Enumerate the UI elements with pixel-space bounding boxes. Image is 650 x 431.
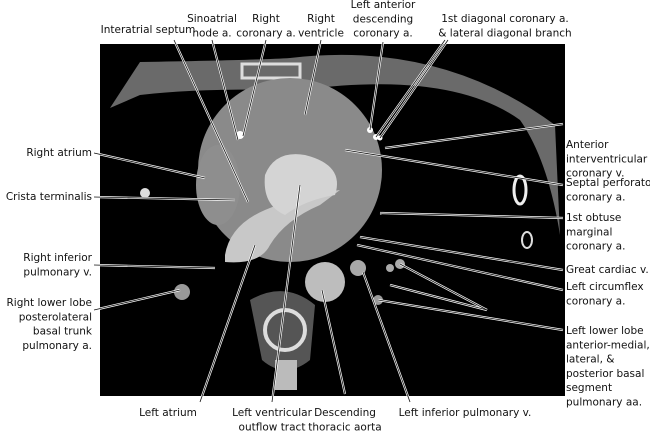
label-line: pulmonary aa. — [566, 397, 642, 409]
label-line: Right — [252, 13, 280, 25]
label-line: lateral, & — [566, 354, 614, 366]
label-left-circumflex: Left circumflex coronary a. — [566, 281, 644, 307]
label-line: node a. — [192, 27, 231, 39]
label-interatrial-septum: Interatrial septum — [101, 24, 196, 36]
label-line: Left anterior — [351, 0, 416, 11]
label-line: Crista terminalis — [6, 191, 92, 203]
label-line: ventricle — [298, 27, 344, 39]
label-right-coronary: Right coronary a. — [236, 13, 295, 39]
label-line: & lateral diagonal branch — [438, 27, 571, 39]
label-line: coronary v. — [566, 168, 624, 180]
label-line: pulmonary v. — [23, 266, 92, 278]
label-septal-perforator: Septal perforator coronary a. — [566, 177, 650, 203]
label-line: basal trunk — [33, 326, 93, 338]
label-right-lower-lobe: Right lower lobe posterolateral basal trun… — [7, 297, 93, 352]
label-line: Anterior — [566, 139, 609, 151]
label-descending-aorta: Descending thoracic aorta — [308, 407, 381, 431]
label-lvot: Left ventricular outflow tract — [232, 407, 313, 431]
label-line: posterolateral — [19, 311, 92, 323]
label-left-atrium: Left atrium — [139, 407, 197, 419]
label-lad: Left anterior descending coronary a. — [351, 0, 416, 40]
label-line: Great cardiac v. — [566, 264, 649, 276]
label-line: Septal perforator — [566, 177, 650, 189]
label-line: Right atrium — [26, 147, 92, 159]
label-line: Left inferior pulmonary v. — [399, 407, 532, 419]
label-line: Right — [307, 13, 335, 25]
label-line: thoracic aorta — [308, 421, 381, 431]
label-right-atrium: Right atrium — [26, 147, 92, 159]
label-anterior-iv-vein: Anterior interventricular coronary v. — [566, 139, 648, 180]
label-line: 1st diagonal coronary a. — [441, 13, 569, 25]
label-great-cardiac: Great cardiac v. — [566, 264, 649, 276]
label-first-obtuse-marginal: 1st obtuse marginal coronary a. — [566, 212, 625, 253]
label-line: Interatrial septum — [101, 24, 196, 36]
label-line: coronary a. — [566, 295, 625, 307]
label-line: marginal — [566, 226, 612, 238]
label-line: outflow tract — [239, 421, 306, 431]
label-line: Left ventricular — [232, 407, 313, 419]
label-left-inferior-pv: Left inferior pulmonary v. — [399, 407, 532, 419]
label-line: interventricular — [566, 153, 648, 165]
label-line: coronary a. — [353, 28, 412, 40]
label-line: descending — [353, 13, 413, 25]
label-right-ventricle: Right ventricle — [298, 13, 344, 39]
ct-image — [100, 44, 565, 396]
label-line: coronary a. — [566, 241, 625, 253]
label-line: 1st obtuse — [566, 212, 621, 224]
label-line: posterior basal — [566, 368, 644, 380]
label-left-lower-lobe: Left lower lobe anterior-medial, lateral, … — [566, 325, 650, 409]
leader-lines — [93, 39, 564, 403]
label-line: anterior-medial, — [566, 339, 650, 351]
label-line: segment — [566, 382, 612, 394]
label-crista-terminalis: Crista terminalis — [6, 191, 92, 203]
label-line: coronary a. — [566, 191, 625, 203]
label-line: pulmonary a. — [22, 340, 92, 352]
label-sinoatrial-node: Sinoatrial node a. — [187, 13, 237, 39]
label-line: Right inferior — [23, 252, 92, 264]
label-line: Left circumflex — [566, 281, 644, 293]
label-first-diagonal: 1st diagonal coronary a. & lateral diagon… — [438, 13, 571, 39]
label-line: Right lower lobe — [7, 297, 93, 309]
label-line: Left atrium — [139, 407, 197, 419]
label-right-inferior-pv: Right inferior pulmonary v. — [23, 252, 92, 278]
label-line: Left lower lobe — [566, 325, 644, 337]
label-line: Descending — [314, 407, 376, 419]
label-line: Sinoatrial — [187, 13, 237, 25]
label-line: coronary a. — [236, 27, 295, 39]
